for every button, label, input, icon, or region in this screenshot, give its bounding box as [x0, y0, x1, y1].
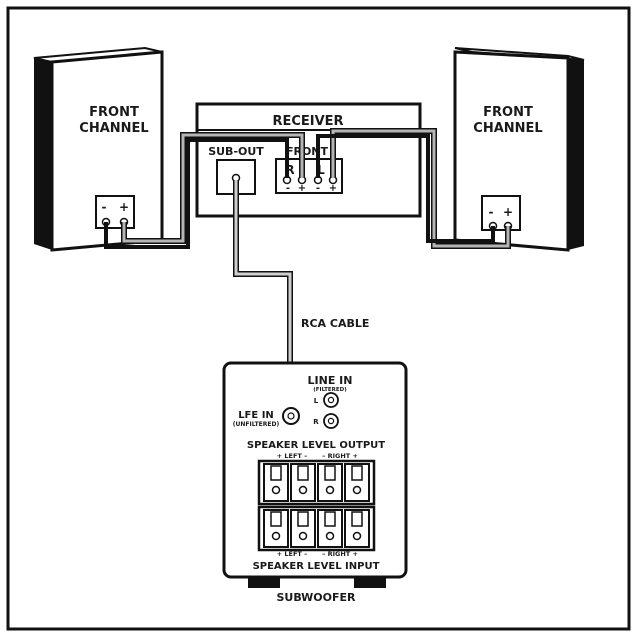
right-speaker-plus-label: +: [503, 205, 513, 219]
input-right-label: – RIGHT +: [322, 550, 358, 558]
subwoofer-label: SUBWOOFER: [277, 591, 357, 604]
output-terminal-screw-1: [271, 485, 281, 495]
line-in-r-label: R: [313, 418, 319, 426]
left-speaker-minus-label: -: [102, 200, 107, 214]
line-in-l-jack-core: [327, 396, 335, 404]
right-front-speaker: FRONT CHANNEL - +: [453, 47, 585, 252]
output-terminal-screw-2: [298, 485, 308, 495]
left-positive-wire: [122, 133, 304, 243]
lfe-in-label: LFE IN: [238, 410, 274, 421]
receiver-l-plus-label: +: [329, 183, 337, 194]
input-terminal-screw-4: [352, 531, 362, 541]
output-terminal-3: [317, 463, 343, 502]
input-terminal-clip-1: [270, 511, 282, 527]
left-speaker-side: [34, 58, 52, 250]
output-left-label: + LEFT –: [277, 452, 308, 460]
right-negative-wire: [316, 134, 495, 243]
receiver-front-label: FRONT: [286, 145, 329, 158]
receiver-title: RECEIVER: [272, 114, 343, 129]
right-positive-wire: [331, 129, 510, 248]
right-speaker-minus-label: -: [489, 205, 494, 219]
left-speaker-label-line2: CHANNEL: [79, 121, 148, 136]
output-terminal-clip-2: [297, 465, 309, 481]
line-in-l-label: L: [314, 397, 319, 405]
input-terminal-clip-3: [324, 511, 336, 527]
speaker-wires: [104, 128, 511, 249]
receiver-r-minus-label: -: [286, 183, 290, 194]
left-speaker-label-line1: FRONT: [89, 105, 139, 120]
receiver: RECEIVER SUB-OUT FRONT R L - + - +: [195, 102, 422, 218]
input-left-label: + LEFT –: [277, 550, 308, 558]
receiver-l-minus-label: -: [316, 183, 320, 194]
subwoofer: LINE IN (FILTERED) L R LFE IN (UNFILTERE…: [222, 361, 408, 588]
left-speaker-plus-label: +: [119, 200, 129, 214]
receiver-left-channel-label: L: [317, 163, 325, 177]
rca-cable-label: RCA CABLE: [301, 317, 369, 330]
rca-cable-core: [234, 180, 292, 400]
output-terminal-clip-3: [324, 465, 336, 481]
left-front-speaker: FRONT CHANNEL - +: [33, 46, 164, 252]
input-terminal-screw-3: [325, 531, 335, 541]
output-terminal-clip-1: [270, 465, 282, 481]
speaker-level-output-label: SPEAKER LEVEL OUTPUT: [247, 440, 385, 451]
right-speaker-label-line2: CHANNEL: [473, 121, 542, 136]
line-in-label: LINE IN: [308, 374, 353, 387]
speaker-level-output-terminals: [263, 463, 370, 502]
speaker-level-input-label: SPEAKER LEVEL INPUT: [253, 561, 380, 572]
input-terminal-clip-2: [297, 511, 309, 527]
speaker-level-input-terminals: [263, 509, 370, 548]
line-in-r-jack-core: [327, 417, 335, 425]
right-speaker-side: [568, 56, 584, 250]
receiver-sub-out-label: SUB-OUT: [208, 145, 264, 158]
input-terminal-screw-1: [271, 531, 281, 541]
input-terminal-clip-4: [351, 511, 363, 527]
output-right-label: – RIGHT +: [322, 452, 358, 460]
right-speaker-label-line1: FRONT: [483, 105, 533, 120]
lfe-in-jack-core: [287, 412, 295, 420]
right-speaker-terminal-plate: [481, 195, 521, 231]
output-terminal-screw-4: [352, 485, 362, 495]
left-negative-wire: [104, 138, 289, 249]
line-in-sublabel: (FILTERED): [313, 387, 347, 393]
receiver-r-plus-label: +: [298, 183, 306, 194]
input-terminal-screw-2: [298, 531, 308, 541]
lfe-in-sublabel: (UNFILTERED): [233, 421, 280, 428]
output-terminal-screw-3: [325, 485, 335, 495]
receiver-right-channel-label: R: [285, 163, 294, 177]
output-terminal-clip-4: [351, 465, 363, 481]
